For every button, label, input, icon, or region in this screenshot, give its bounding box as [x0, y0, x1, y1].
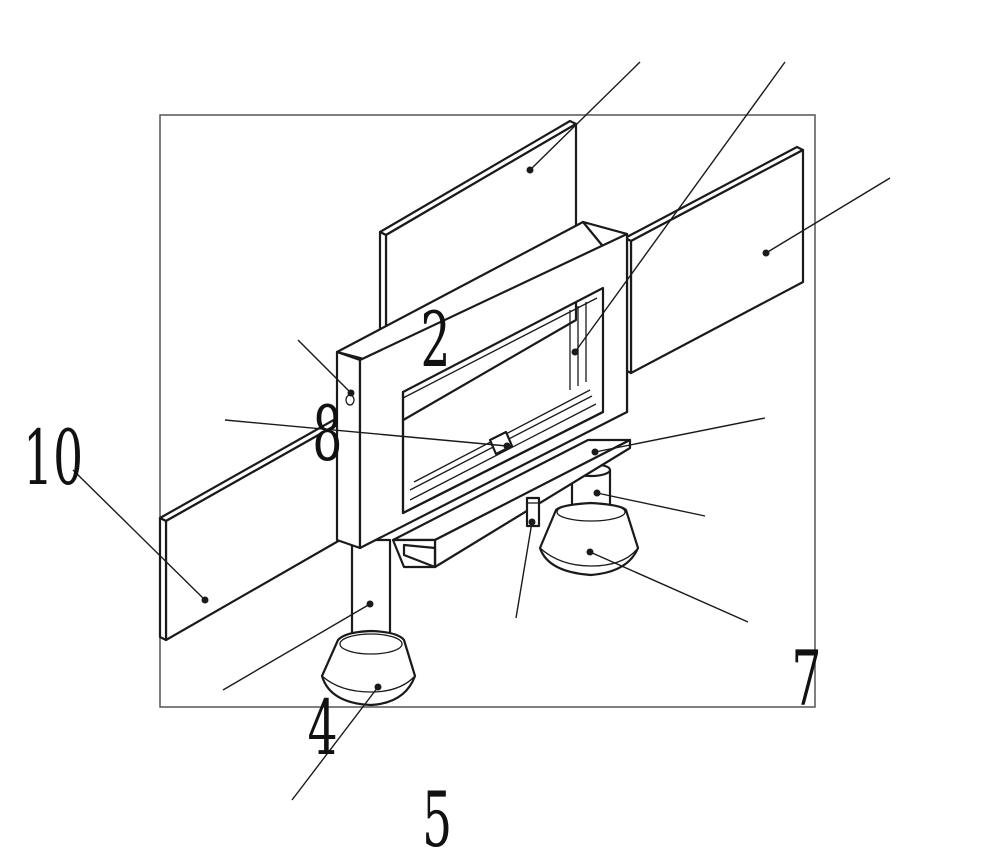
base-foot-5	[320, 629, 417, 707]
base-foot-6	[538, 501, 640, 577]
switch-7	[525, 496, 541, 528]
label-10: 10	[23, 413, 83, 502]
leader-lines	[72, 61, 891, 801]
panel-11	[623, 145, 805, 375]
main-frame-2	[335, 220, 629, 550]
label-4: 4	[308, 683, 338, 772]
label-2: 2	[420, 295, 450, 384]
support-leg-4	[350, 538, 392, 645]
label-5: 5	[422, 775, 452, 859]
label-7: 7	[791, 634, 821, 723]
label-8: 8	[312, 389, 342, 478]
drawing-frame	[159, 114, 816, 708]
